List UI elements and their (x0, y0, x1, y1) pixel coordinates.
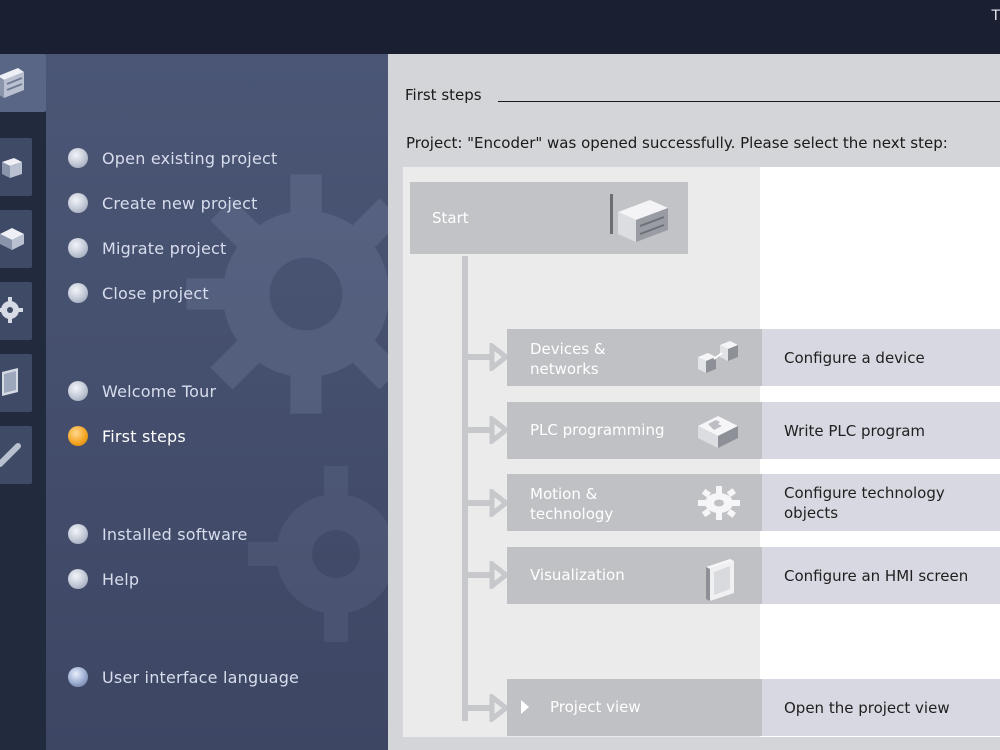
status-message: Project: "Encoder" was opened successful… (406, 134, 948, 152)
nav-label: Open existing project (102, 148, 278, 168)
rail-motion-button[interactable] (0, 282, 32, 340)
title-bar: T (0, 0, 1000, 54)
bullet-icon (68, 283, 88, 303)
active-bullet-icon (68, 426, 88, 446)
wrench-icon (0, 443, 21, 467)
start-box: Start (410, 182, 688, 254)
step-label: Motion & technology (530, 485, 614, 523)
nav-migrate-project[interactable]: Migrate project (68, 235, 227, 261)
nav-label: Help (102, 569, 140, 589)
globe-icon (68, 667, 88, 687)
rail-start-button[interactable] (0, 54, 46, 112)
step-label: Devices & networks (530, 340, 606, 378)
step-label: Project view (550, 698, 641, 716)
nav-create-new-project[interactable]: Create new project (68, 190, 258, 216)
step-label: PLC programming (530, 421, 665, 439)
step-plc-programming[interactable]: PLC programming (507, 402, 762, 459)
arrow-right-icon (462, 489, 509, 517)
bullet-icon (68, 569, 88, 589)
background-gear-small-icon (248, 466, 388, 642)
plc-icon (0, 228, 24, 250)
gear-icon (698, 486, 740, 520)
nav-label: Installed software (102, 524, 248, 544)
nav-open-existing-project[interactable]: Open existing project (68, 145, 277, 171)
step-label: Visualization (530, 566, 625, 584)
portal-rail (0, 54, 46, 750)
arrow-right-icon (462, 561, 509, 589)
title-bar-corner-text: T (991, 8, 1000, 24)
steps-panel: Start Devices & networks (403, 167, 1000, 737)
action-label: Write PLC program (784, 422, 926, 440)
nav-label: Welcome Tour (102, 381, 217, 401)
action-label: Open the project view (784, 699, 950, 717)
start-label: Start (432, 209, 469, 227)
nav-label: User interface language (102, 667, 300, 687)
flow-connector (462, 256, 468, 721)
devices-icon (2, 158, 22, 178)
bullet-icon (68, 148, 88, 168)
rail-visualization-button[interactable] (0, 354, 32, 412)
action-label: Configure a device (784, 349, 925, 367)
start-icon (0, 68, 24, 98)
nav-help[interactable]: Help (68, 566, 139, 592)
step-visualization[interactable]: Visualization (507, 547, 762, 604)
portal-navigation: Open existing project Create new project… (46, 54, 388, 750)
triangle-right-icon (521, 700, 529, 714)
action-open-project-view[interactable]: Open the project view (762, 679, 1000, 736)
action-configure-device[interactable]: Configure a device (762, 329, 1000, 386)
step-project-view[interactable]: Project view (507, 679, 762, 736)
nav-label: First steps (102, 426, 186, 446)
first-steps-content: First steps Project: "Encoder" was opene… (388, 54, 1000, 750)
bullet-icon (68, 524, 88, 544)
section-divider (498, 101, 1000, 102)
step-devices-networks[interactable]: Devices & networks (507, 329, 762, 386)
bullet-icon (68, 381, 88, 401)
nav-close-project[interactable]: Close project (68, 280, 209, 306)
nav-welcome-tour[interactable]: Welcome Tour (68, 378, 216, 404)
action-label: Configure an HMI screen (784, 567, 969, 585)
arrow-right-icon (462, 694, 509, 722)
bullet-icon (68, 193, 88, 213)
action-label: Configure technology objects (784, 484, 945, 522)
bullet-icon (68, 238, 88, 258)
arrow-right-icon (462, 343, 509, 371)
plc-icon (698, 416, 738, 448)
hmi-icon (2, 368, 18, 396)
nav-first-steps[interactable]: First steps (68, 423, 186, 449)
nav-label: Migrate project (102, 238, 227, 258)
nav-user-interface-language[interactable]: User interface language (68, 664, 299, 690)
rail-online-button[interactable] (0, 426, 32, 484)
section-title: First steps (405, 86, 482, 104)
background-gear-icon (186, 174, 388, 414)
nav-label: Create new project (102, 193, 258, 213)
gear-icon (0, 297, 23, 323)
devices-icon (698, 341, 738, 373)
rail-plc-button[interactable] (0, 210, 32, 268)
action-configure-hmi-screen[interactable]: Configure an HMI screen (762, 547, 1000, 604)
step-motion-technology[interactable]: Motion & technology (507, 474, 762, 531)
start-icon (610, 194, 668, 242)
nav-installed-software[interactable]: Installed software (68, 521, 248, 547)
nav-label: Close project (102, 283, 209, 303)
arrow-right-icon (462, 416, 509, 444)
action-write-plc-program[interactable]: Write PLC program (762, 402, 1000, 459)
hmi-icon (706, 559, 734, 601)
action-configure-technology-objects[interactable]: Configure technology objects (762, 474, 1000, 531)
rail-devices-button[interactable] (0, 138, 32, 196)
